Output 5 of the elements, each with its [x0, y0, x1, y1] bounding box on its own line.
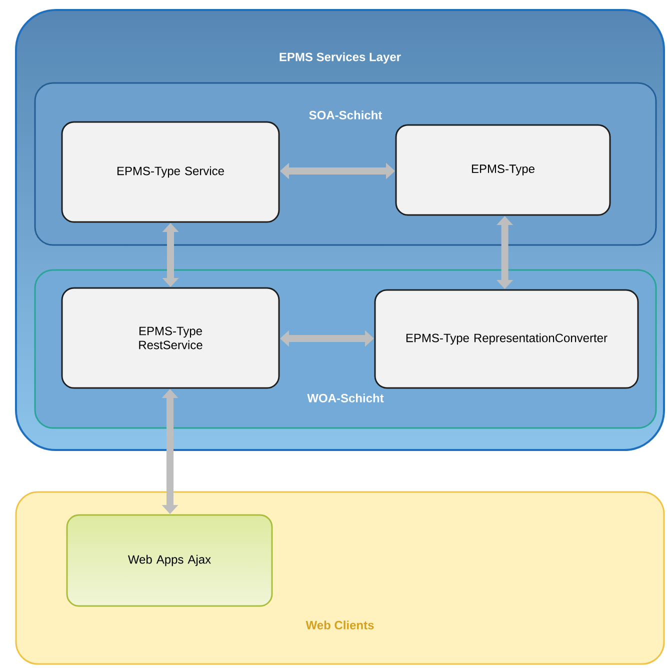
component-box: EPMS-Type RepresentationConverter	[374, 289, 639, 389]
component-box: EPMS-Type Service	[61, 121, 280, 223]
component-box: EPMS-Type RestService	[61, 287, 280, 389]
component-box: EPMS-Type	[395, 124, 611, 216]
app-box: Web Apps Ajax	[66, 514, 273, 607]
